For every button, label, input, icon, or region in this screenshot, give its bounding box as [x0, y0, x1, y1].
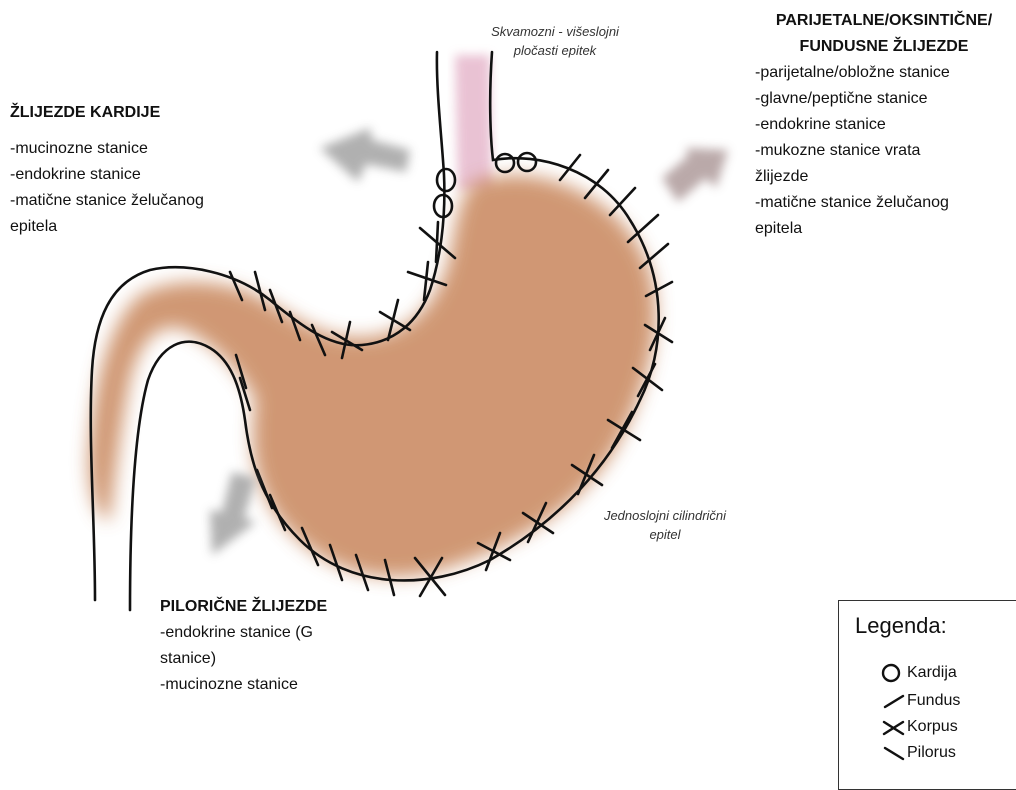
- fundic-glands-item: -mukozne stanice vrata: [755, 138, 1013, 164]
- fundic-glands-title: PARIJETALNE/OKSINTIČNE/: [755, 8, 1013, 34]
- cardia-glands-item: -endokrine stanice: [10, 162, 310, 188]
- fundic-glands-block: PARIJETALNE/OKSINTIČNE/ FUNDUSNE ŽLIJEZD…: [755, 8, 1013, 242]
- legend-label: Fundus: [907, 692, 960, 710]
- fundic-glands-item: žlijezde: [755, 164, 1013, 190]
- fundic-glands-item: -glavne/peptične stanice: [755, 86, 1013, 112]
- label-line: Jednoslojni cilindrični: [555, 506, 775, 525]
- fundic-glands-item: -parijetalne/obložne stanice: [755, 60, 1013, 86]
- legend-title: Legenda:: [855, 613, 947, 639]
- circle-icon: [879, 662, 905, 684]
- cardia-glands-item: -mucinozne stanice: [10, 136, 310, 162]
- cardia-marker: [518, 153, 536, 171]
- fundic-glands-title: FUNDUSNE ŽLIJEZDE: [755, 34, 1013, 60]
- cardia-marker: [437, 169, 455, 191]
- pyloric-glands-item: -mucinozne stanice: [160, 672, 420, 698]
- columnar-epithelium-label: Jednoslojni cilindrični epitel: [555, 506, 775, 544]
- backslash-icon: [879, 742, 905, 764]
- legend-label: Pilorus: [907, 744, 956, 762]
- arrow-left-icon: [320, 128, 410, 182]
- cardia-marker: [496, 154, 514, 172]
- cardia-glands-item: epitela: [10, 214, 310, 240]
- fundus-marker: [585, 170, 608, 198]
- legend-item-fundus: Fundus: [879, 689, 960, 713]
- legend-label: Kardija: [907, 664, 957, 682]
- cardia-glands-item: -matične stanice želučanog: [10, 188, 310, 214]
- label-line: Skvamozni - višeslojni: [455, 22, 655, 41]
- fundic-glands-item: epitela: [755, 216, 1013, 242]
- legend-item-pilorus: Pilorus: [879, 741, 956, 765]
- pyloric-glands-item: stanice): [160, 646, 420, 672]
- fundic-glands-item: -matične stanice želučanog: [755, 190, 1013, 216]
- legend-item-kardija: Kardija: [879, 661, 957, 685]
- legend-item-korpus: Korpus: [879, 715, 958, 739]
- label-line: epitel: [555, 525, 775, 544]
- pyloric-glands-item: -endokrine stanice (G: [160, 620, 420, 646]
- fundus-marker: [628, 215, 658, 242]
- fundic-glands-item: -endokrine stanice: [755, 112, 1013, 138]
- pyloric-glands-title: PILORIČNE ŽLIJEZDE: [160, 594, 420, 620]
- arrow-up-right-icon: [662, 148, 728, 202]
- slash-icon: [879, 690, 905, 712]
- cardia-glands-title: ŽLIJEZDE KARDIJE: [10, 100, 310, 126]
- arrow-down-left-icon: [210, 472, 256, 555]
- label-line: pločasti epitek: [455, 41, 655, 60]
- pyloric-glands-block: PILORIČNE ŽLIJEZDE -endokrine stanice (G…: [160, 594, 420, 698]
- cardia-glands-block: ŽLIJEZDE KARDIJE -mucinozne stanice -end…: [10, 100, 310, 240]
- cross-icon: [879, 716, 905, 738]
- esophagus-mucosa: [455, 55, 492, 190]
- legend-box: Legenda: Kardija Fundus Korpus Pilorus: [838, 600, 1016, 790]
- squamous-epithelium-label: Skvamozni - višeslojni pločasti epitek: [455, 22, 655, 60]
- legend-label: Korpus: [907, 718, 958, 736]
